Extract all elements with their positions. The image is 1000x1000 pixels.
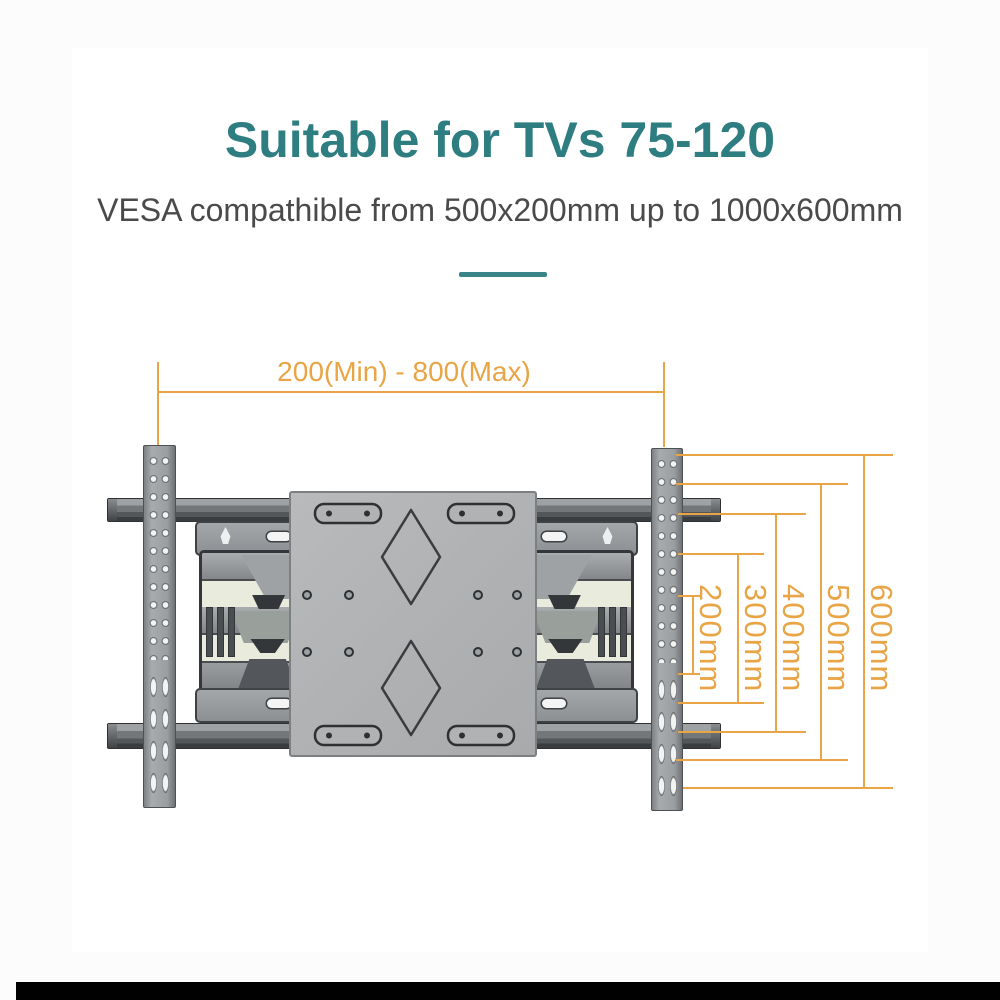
vesa-rail-left [143,445,176,808]
dimension-line [678,731,806,733]
dimension-line [676,454,893,456]
dimension-line [663,362,665,447]
arm-linkage-frame [199,550,303,696]
arm-link-bar [217,607,224,657]
arm-hinge-shadow [250,639,285,653]
page-subtitle: VESA compathible from 500x200mm up to 10… [97,192,903,228]
rail-hole-grid [147,452,171,660]
height-dimension-label: 500mm [821,584,856,693]
vesa-rail-right [651,448,683,811]
articulating-arm-right [522,520,648,725]
arm-bracket-bottom [522,688,638,723]
rail-slot-grid [655,674,679,804]
height-dimension-label: 600mm [864,584,899,693]
dimension-line [820,483,822,761]
dimension-line [775,513,777,733]
dimension-line [737,553,739,704]
bracket-slot [267,532,291,541]
arm-link-bar [609,607,616,657]
arm-linkage-frame [530,550,634,696]
rail-slot-grid [147,671,171,801]
dimension-line [678,673,700,675]
dimension-line [678,513,806,515]
dimension-line [678,702,764,704]
dimension-line [863,454,865,789]
page-title: Suitable for TVs 75-120 [224,112,776,168]
arm-hinge-plate [533,611,602,643]
dimension-line [692,595,694,675]
height-dimension-label: 200mm [693,584,728,693]
keyhole-drop-icon [220,527,231,544]
bracket-slot [267,699,291,708]
arm-link-bar [620,607,627,657]
arm-link-bar [206,607,213,657]
bracket-slot [542,532,566,541]
dimension-line [678,553,764,555]
dimension-line [676,483,848,485]
arm-hinge-shadow [252,595,286,609]
center-wall-plate [289,491,537,757]
dimension-line [676,759,848,761]
accent-divider [459,272,547,277]
arm-link-bar [598,607,605,657]
bottom-black-bar [16,982,1000,1000]
vesa-plate-pattern [302,502,522,747]
dimension-line [157,362,159,445]
dimension-line [158,391,664,393]
arm-hinge-plate [231,611,300,643]
height-dimension-label: 300mm [738,584,773,693]
rail-hole-grid [655,455,679,663]
dimension-line [683,787,893,789]
arm-link-bar [228,607,235,657]
height-dimension-label: 400mm [776,584,811,693]
bracket-slot [542,699,566,708]
width-dimension-label: 200(Min) - 800(Max) [277,356,531,387]
keyhole-drop-icon [601,527,614,544]
articulating-arm-left [185,520,311,725]
dimension-line [678,595,700,597]
